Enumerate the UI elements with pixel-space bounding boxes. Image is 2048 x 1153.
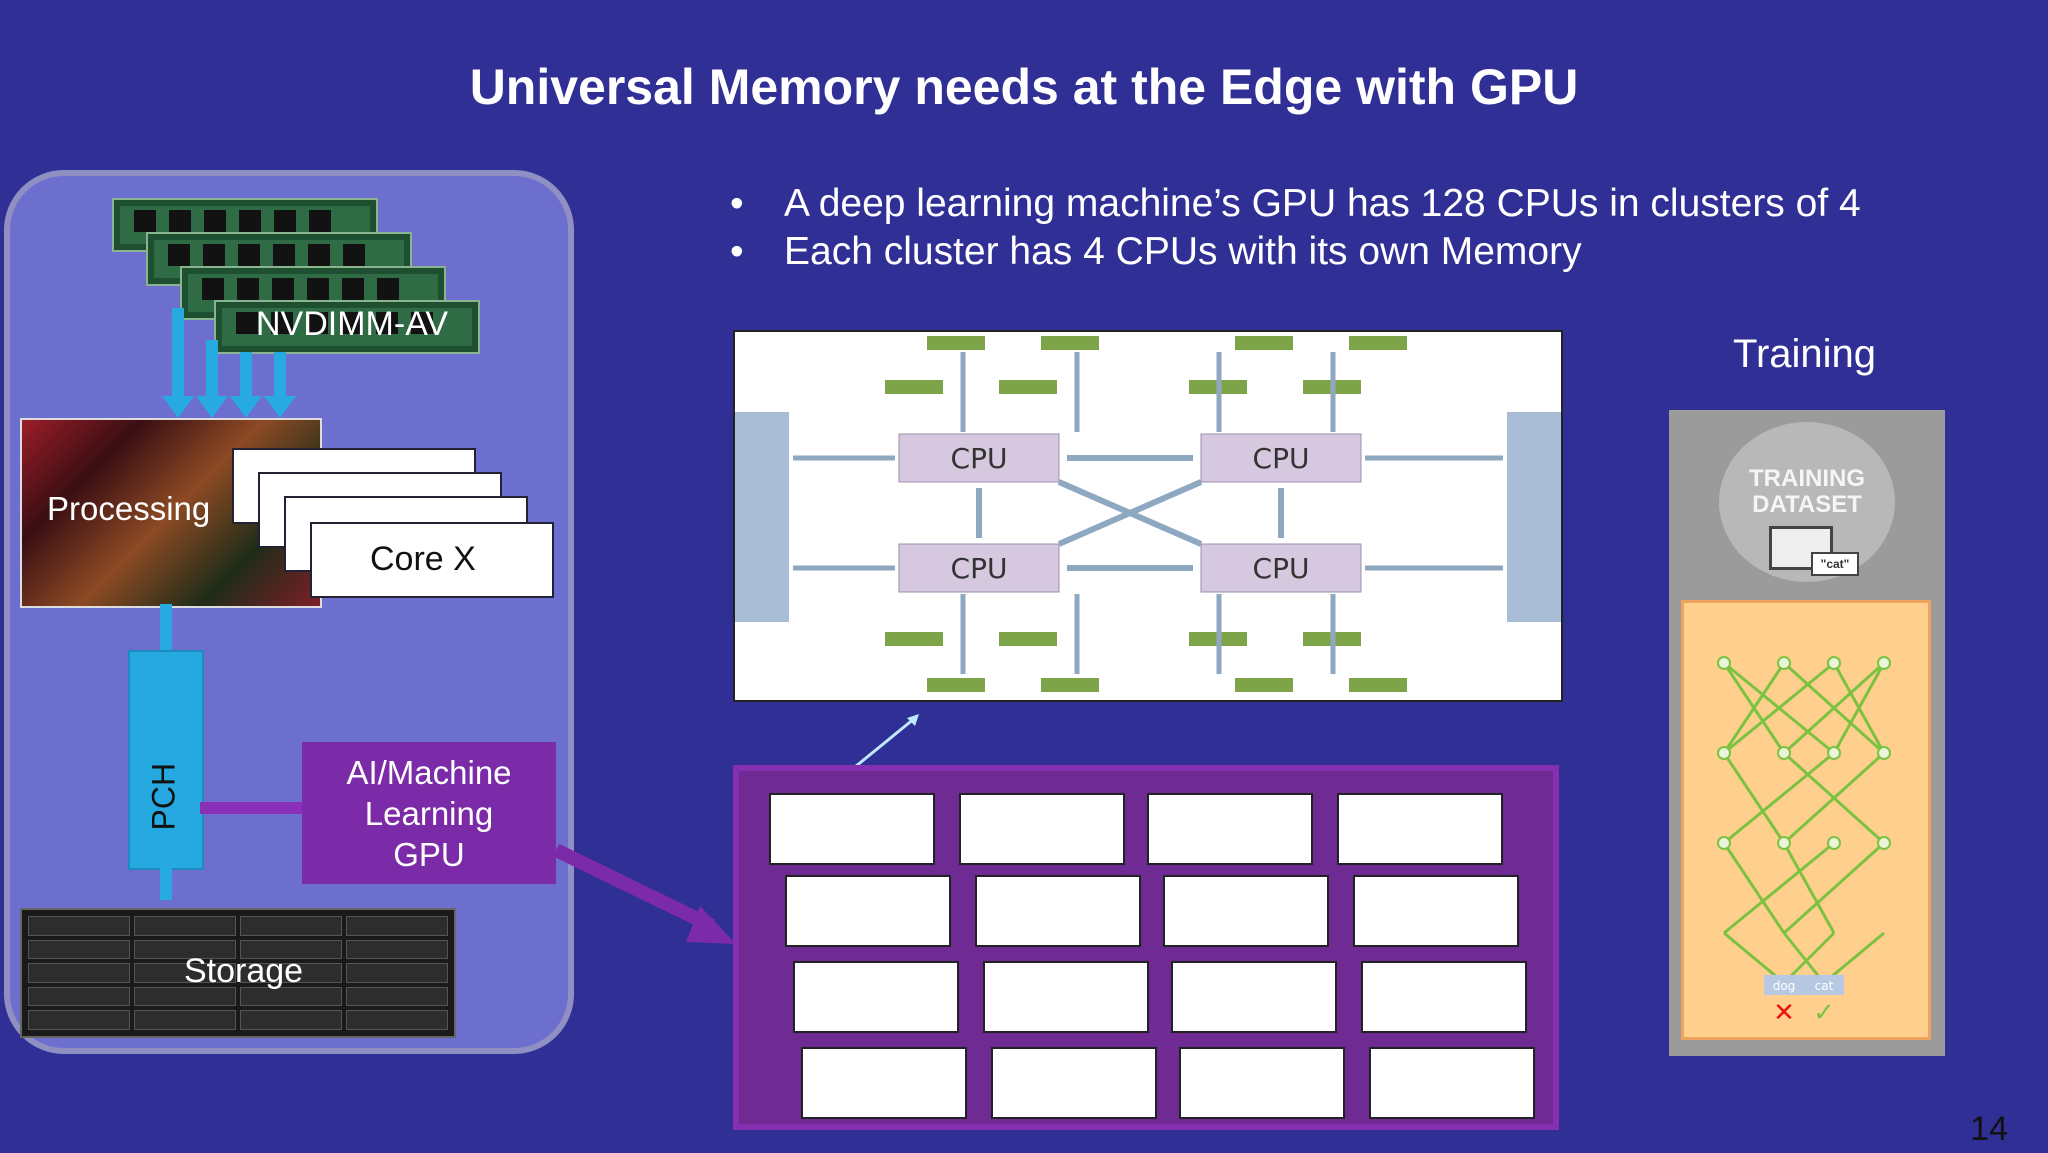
mini-cluster (801, 1047, 967, 1119)
mini-cluster (769, 793, 935, 865)
ai-gpu-box: AI/Machine Learning GPU (302, 742, 556, 884)
memory-arrow (196, 340, 228, 418)
mini-cluster (1163, 875, 1329, 947)
mini-cluster (975, 875, 1141, 947)
output-dog: dog (1773, 979, 1796, 993)
check-mark-icon: ✓ (1813, 998, 1835, 1028)
slide-title: Universal Memory needs at the Edge with … (469, 59, 1579, 115)
nvdimm-label: NVDIMM-AV (256, 305, 449, 343)
cpu-cluster-diagram: CPU CPU CPU CPU (733, 330, 1563, 702)
mini-cluster (959, 793, 1125, 865)
cpu-label: CPU (951, 442, 1008, 475)
cpu-label: CPU (1253, 442, 1310, 475)
wrong-mark-icon: ✕ (1773, 998, 1795, 1028)
core-label: Core X (370, 540, 476, 578)
cpu-block (898, 543, 1060, 593)
dataset-label-line: TRAINING (1749, 465, 1865, 492)
side-bus-right (1507, 412, 1561, 622)
mini-cluster (1147, 793, 1313, 865)
cpu-block (1200, 433, 1362, 483)
neural-network: dog cat ✕ ✓ (1681, 600, 1931, 1040)
bullet-list: A deep learning machine’s GPU has 128 CP… (730, 180, 1861, 276)
network-svg: dog cat ✕ ✓ (1717, 656, 1891, 1028)
output-cat: cat (1815, 979, 1834, 993)
mini-cluster (1353, 875, 1519, 947)
cat-caption: "cat" (1811, 552, 1859, 576)
pch-arrow-down (160, 866, 172, 900)
pch-label: PCH (145, 762, 182, 831)
core-card (310, 522, 554, 598)
storage-label: Storage (184, 952, 304, 990)
gpu-arrow (552, 843, 736, 944)
mini-cluster (1171, 961, 1337, 1033)
mini-cluster (1361, 961, 1527, 1033)
gpu-cluster-grid (733, 765, 1559, 1130)
mini-cluster (983, 961, 1149, 1033)
storage-array-image (20, 908, 456, 1038)
memory-arrow (230, 352, 262, 418)
mini-cluster (1179, 1047, 1345, 1119)
mini-cluster (793, 961, 959, 1033)
cpu-label: CPU (951, 552, 1008, 585)
ai-label-line: AI/Machine (346, 754, 512, 791)
mini-cluster (785, 875, 951, 947)
mini-cluster (1337, 793, 1503, 865)
dimm-module (214, 300, 480, 354)
training-label: Training (1733, 332, 1877, 376)
side-bus-left (735, 412, 789, 622)
cluster-svg: CPU CPU CPU CPU (735, 336, 1561, 692)
bullet-item: Each cluster has 4 CPUs with its own Mem… (730, 228, 1861, 276)
ai-label-line: Learning (364, 795, 494, 832)
cpu-label: CPU (1253, 552, 1310, 585)
pch-block (128, 650, 204, 870)
training-dataset-circle: TRAINING DATASET "cat" (1719, 422, 1895, 582)
pch-arrow-up (160, 604, 172, 650)
memory-arrow (162, 308, 194, 418)
page-number: 14 (1970, 1110, 2008, 1148)
mini-cluster (991, 1047, 1157, 1119)
dataset-label-line: DATASET (1752, 491, 1862, 518)
cpu-block (898, 433, 1060, 483)
training-diagram: TRAINING DATASET "cat" (1669, 410, 1945, 1056)
ai-label-line: GPU (393, 836, 465, 873)
processing-label: Processing (47, 490, 211, 527)
memory-arrow (264, 352, 296, 418)
bullet-item: A deep learning machine’s GPU has 128 CP… (730, 180, 1861, 228)
cpu-block (1200, 543, 1362, 593)
mini-cluster (1369, 1047, 1535, 1119)
pch-gpu-link (200, 802, 302, 814)
